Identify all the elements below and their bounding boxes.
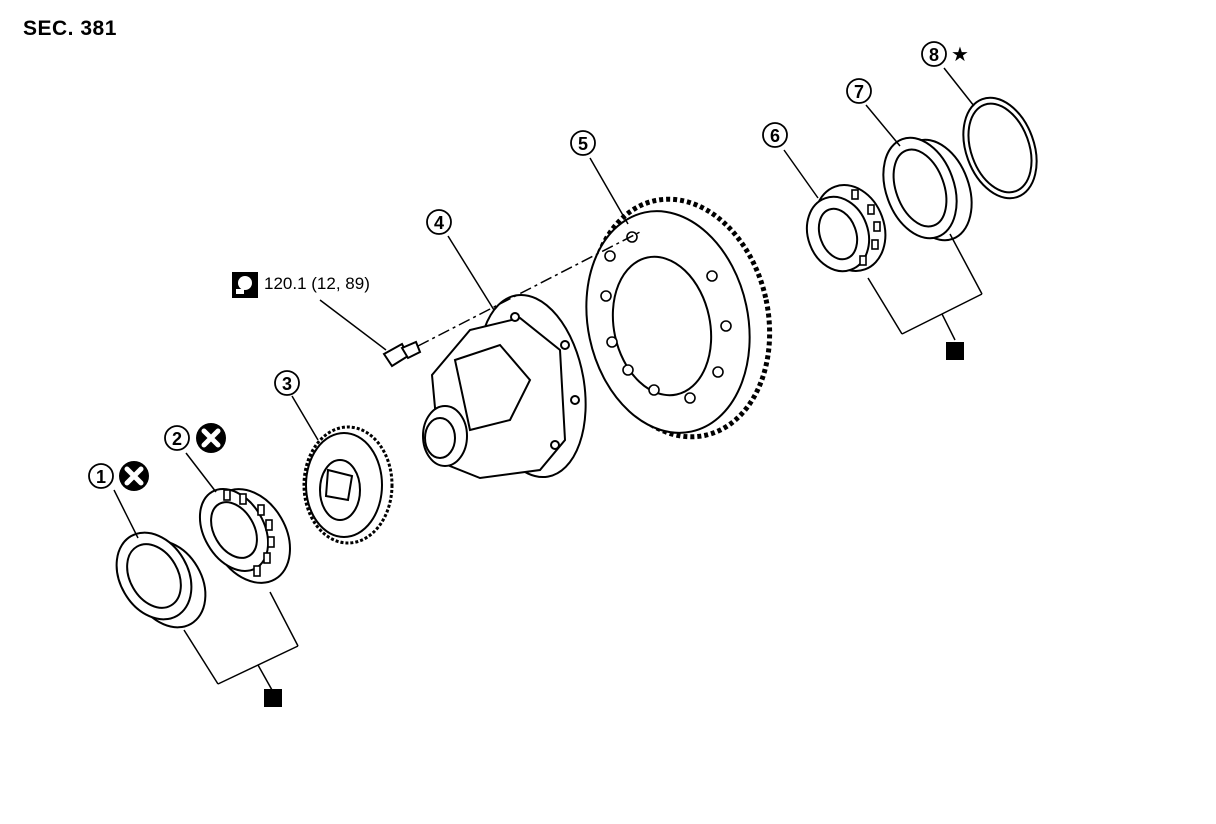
callout-8-number: 8 — [929, 45, 939, 65]
leader-lines — [113, 67, 983, 691]
star-icon: ★ — [951, 44, 969, 66]
filled-square-icon — [264, 689, 282, 707]
part-3-gear — [302, 425, 394, 545]
part-5-final-gear — [585, 196, 773, 440]
x-circle-icon — [196, 423, 226, 453]
part-6-tapered-roller-bearing — [805, 184, 887, 273]
x-circle-icon — [119, 461, 149, 491]
torque-wrench-icon — [232, 272, 258, 298]
part-4-differential-case — [422, 293, 587, 480]
section-title: SEC. 381 — [23, 17, 117, 40]
callout-8: 8 — [921, 41, 947, 67]
callout-3: 3 — [274, 370, 300, 396]
callout-1-number: 1 — [96, 467, 106, 487]
callout-5: 5 — [570, 130, 596, 156]
callout-2: 2 — [164, 425, 190, 451]
filled-square-icon — [946, 342, 964, 360]
part-1-bearing-outer-race — [115, 531, 207, 629]
callout-6: 6 — [762, 122, 788, 148]
callout-4-number: 4 — [434, 213, 444, 233]
callout-2-number: 2 — [172, 429, 182, 449]
callout-1: 1 — [88, 463, 114, 489]
torque-spec: 120.1 (12, 89) — [264, 274, 370, 293]
callout-4: 4 — [426, 209, 452, 235]
ring-gear-bolt — [382, 340, 422, 368]
part-7-bearing-outer-race — [882, 136, 973, 242]
callout-3-number: 3 — [282, 374, 292, 394]
callout-7-number: 7 — [854, 82, 864, 102]
callout-7: 7 — [846, 78, 872, 104]
callout-5-number: 5 — [578, 134, 588, 154]
part-8-adjusting-shim — [962, 96, 1038, 200]
part-2-tapered-roller-bearing — [198, 488, 291, 584]
callout-6-number: 6 — [770, 126, 780, 146]
callouts: 1 2 3 4 5 6 7 8 — [88, 41, 947, 489]
